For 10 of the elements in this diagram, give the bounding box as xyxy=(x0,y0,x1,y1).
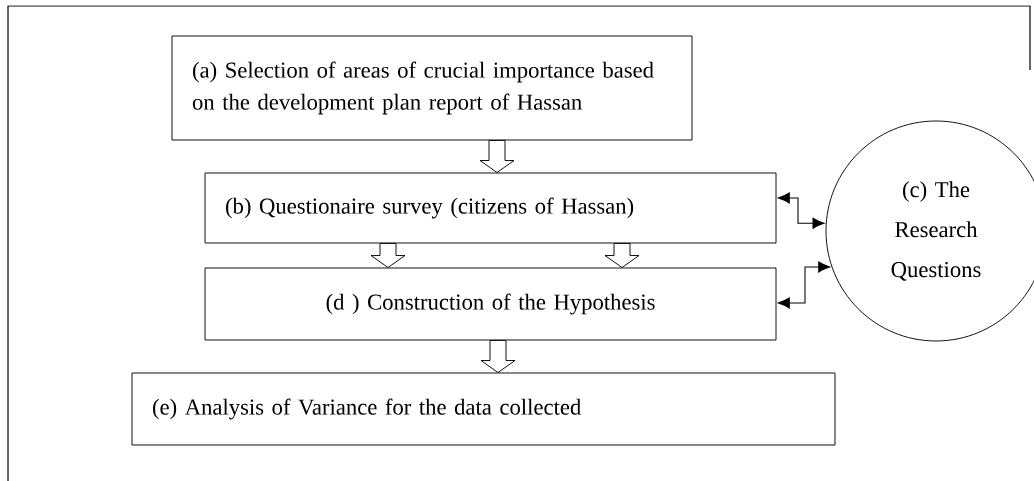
process-box: (d ) Construction of the Hypothesis xyxy=(204,267,777,341)
process-box: (b) Questionaire survey (citizens of Hassan) xyxy=(204,172,777,244)
block-arrow xyxy=(604,243,640,268)
block-arrow xyxy=(480,340,516,373)
arrow xyxy=(777,192,825,229)
process-box: (e) Analysis of Variance for the data collected xyxy=(131,372,836,446)
block-arrow xyxy=(370,243,406,268)
block-arrow xyxy=(479,140,515,173)
arrow xyxy=(777,261,831,309)
process-box: (a) Selection of areas of crucial importance based on the development plan report of Hassan xyxy=(171,35,693,141)
